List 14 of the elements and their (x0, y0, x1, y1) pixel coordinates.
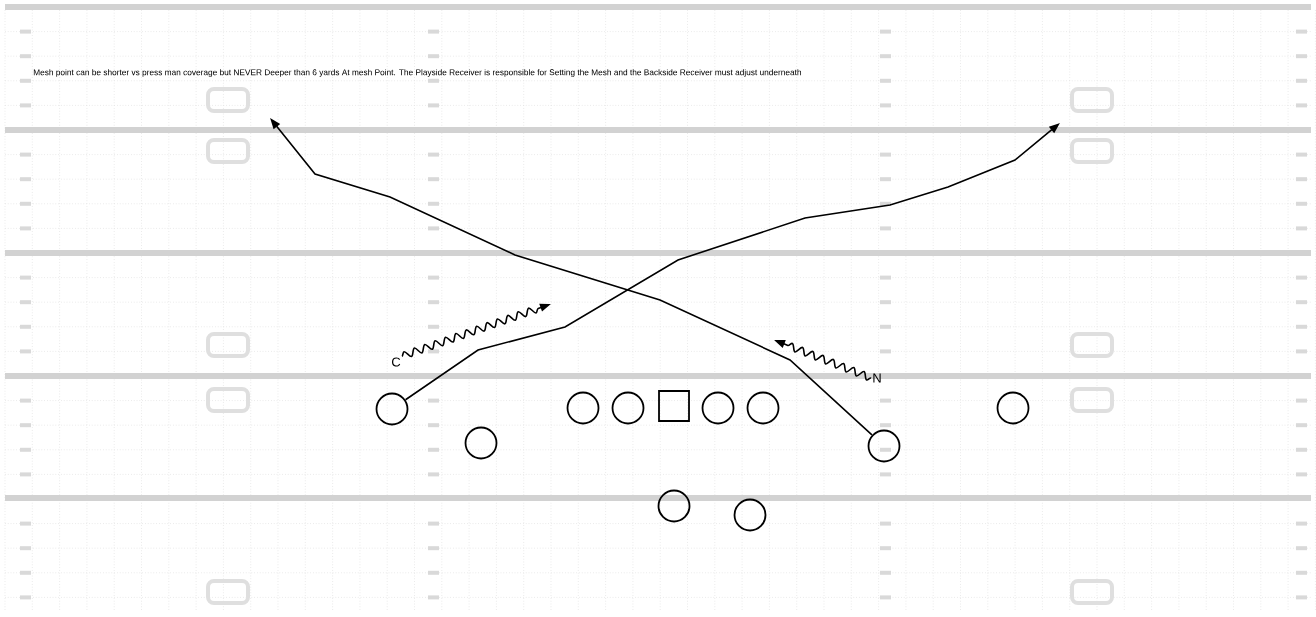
player-circle (733, 498, 767, 532)
player-circle (746, 391, 780, 425)
note-text: Mesh point can be shorter vs press man coverage but NEVER Deeper than 6 yards At mesh Point. The Playside Receiver is responsible for Setting the Mesh and the Backside Receiver must adjust underneath (33, 69, 801, 77)
player-label: C (392, 357, 401, 367)
player-circle (375, 392, 409, 426)
player-label: N (873, 373, 881, 383)
player-circle (701, 391, 735, 425)
player-circle (611, 391, 645, 425)
player-circle (867, 429, 901, 463)
center-square (658, 390, 690, 422)
player-circle (566, 391, 600, 425)
player-circle (996, 391, 1030, 425)
player-circle (464, 426, 498, 460)
player-circle (657, 489, 691, 523)
